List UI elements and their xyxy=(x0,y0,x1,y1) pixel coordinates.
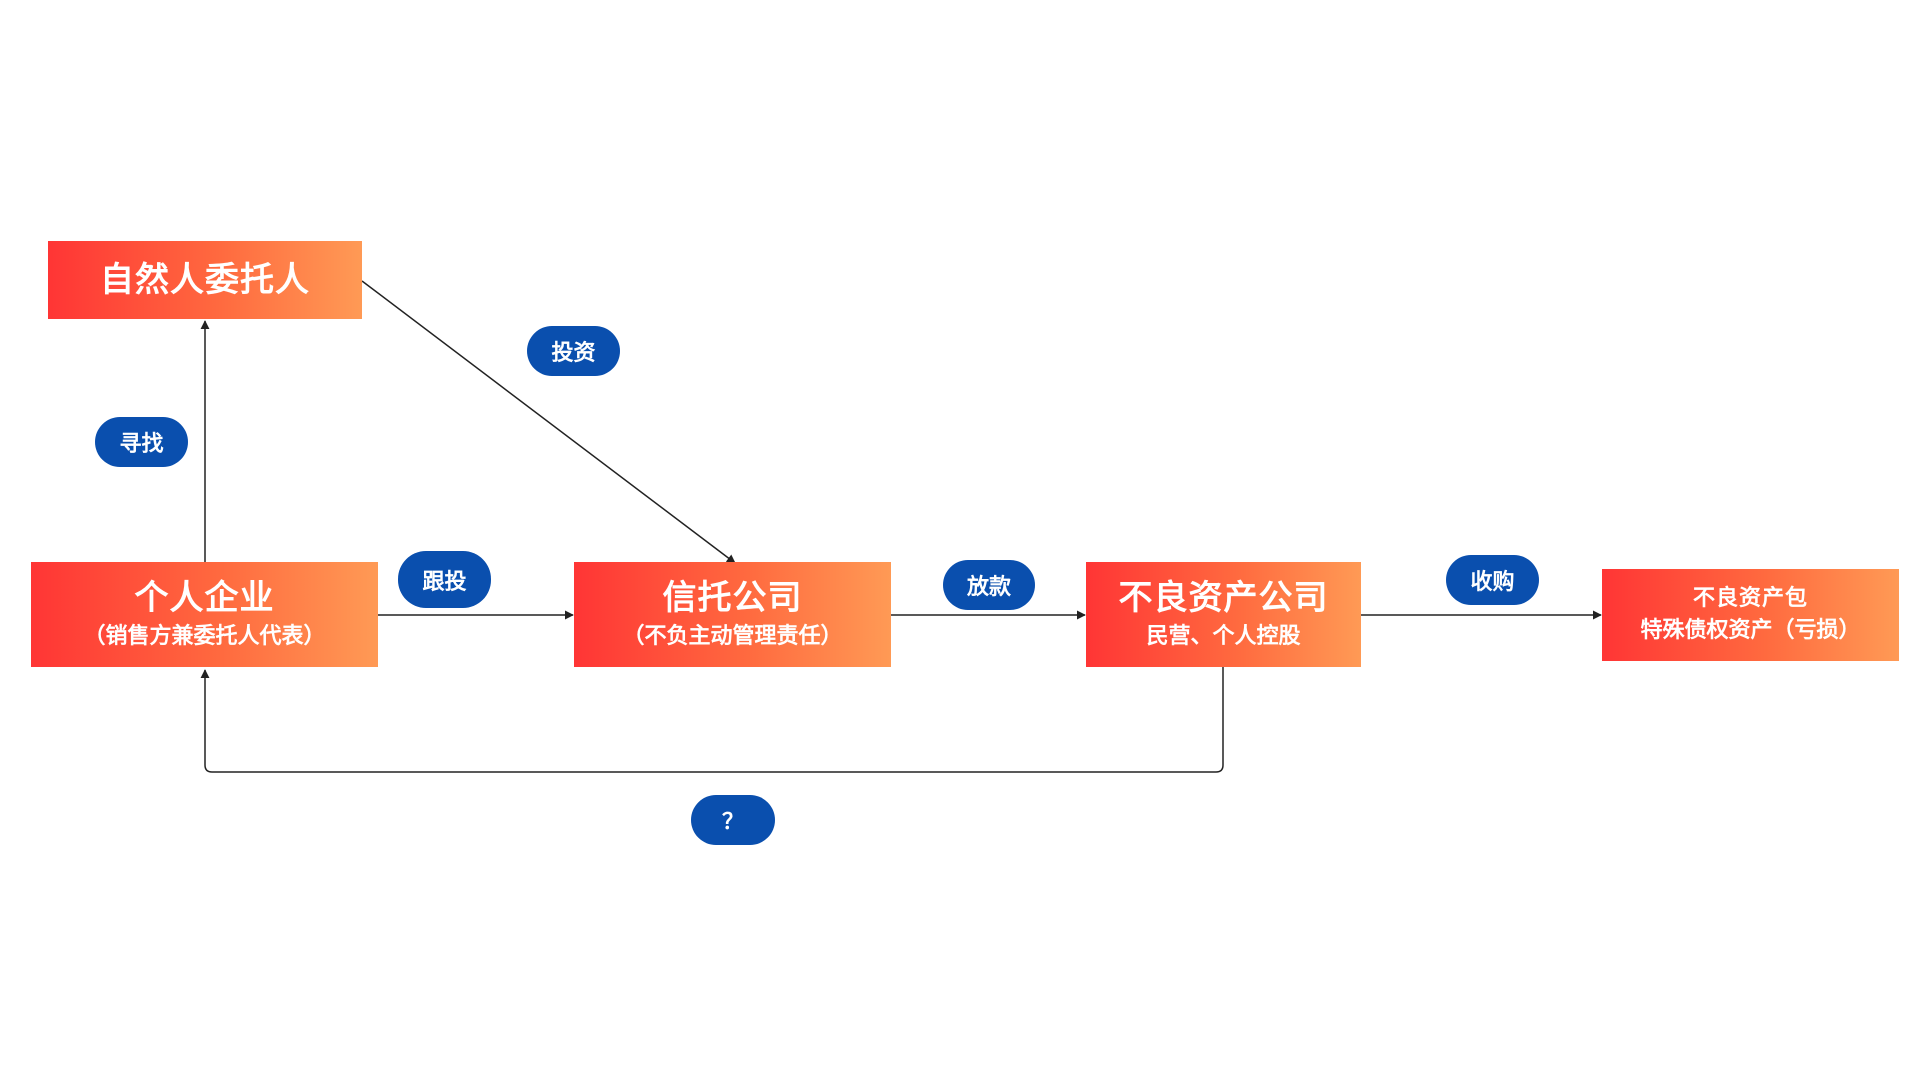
node-npl-package: 不良资产包 特殊债权资产（亏损） xyxy=(1602,569,1899,661)
node-trust-company: 信托公司 （不负主动管理责任） xyxy=(574,562,891,667)
arrow-invest xyxy=(361,280,736,564)
node-npl-package-subtitle: 特殊债权资产（亏损） xyxy=(1640,618,1861,643)
node-npl-company: 不良资产公司 民营、个人控股 xyxy=(1086,562,1361,667)
node-npl-package-title: 不良资产包 xyxy=(1692,586,1808,612)
label-acquire: 收购 xyxy=(1446,555,1539,605)
node-individual-enterprise-subtitle: （销售方兼委托人代表） xyxy=(83,623,326,649)
node-individual-enterprise-title: 个人企业 xyxy=(134,577,275,618)
label-co-invest: 跟投 xyxy=(398,551,491,608)
node-npl-company-title: 不良资产公司 xyxy=(1118,577,1329,618)
node-trust-company-title: 信托公司 xyxy=(662,577,803,618)
node-npl-company-subtitle: 民营、个人控股 xyxy=(1146,623,1301,649)
label-unknown: ？ xyxy=(691,795,775,845)
node-natural-person-title: 自然人委托人 xyxy=(100,259,310,300)
node-trust-company-subtitle: （不负主动管理责任） xyxy=(622,623,843,649)
label-loan: 放款 xyxy=(943,560,1035,610)
label-seek: 寻找 xyxy=(95,417,188,467)
node-natural-person: 自然人委托人 xyxy=(48,241,362,319)
arrow-unknown xyxy=(200,667,1224,773)
node-individual-enterprise: 个人企业 （销售方兼委托人代表） xyxy=(31,562,378,667)
label-invest: 投资 xyxy=(527,326,620,376)
